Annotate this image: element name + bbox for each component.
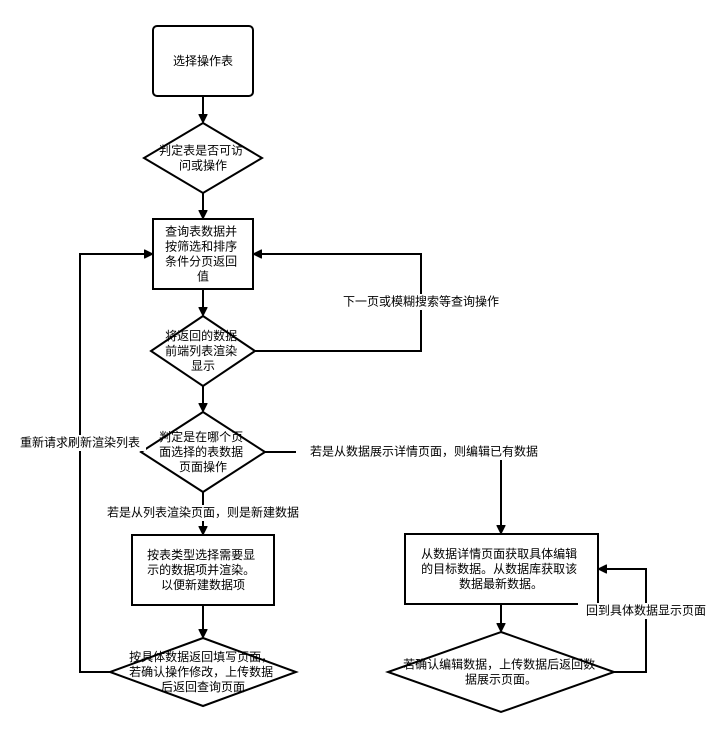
- node-line: 判定是在哪个页: [159, 429, 243, 444]
- node-line: 页面操作: [179, 459, 227, 474]
- node-text: 查询表数据并 按筛选和排序 条件分页返回 值: [165, 223, 241, 283]
- node-line: 的目标数据。从数据库获取该: [421, 561, 577, 576]
- node-text: 判定表是否可访 问或操作: [159, 142, 247, 172]
- node-line: 从数据详情页面获取具体编辑: [421, 546, 577, 561]
- node-line: 值: [197, 268, 209, 283]
- label-refresh: 重新请求刷新渲染列表: [14, 435, 146, 451]
- node-text: 若确认编辑数据，上传数据后返回数 据展示页面。: [403, 656, 599, 686]
- node-line: 显示: [191, 359, 215, 373]
- node-select-table: 选择操作表: [152, 25, 254, 97]
- edge-label-text: 下一页或模糊搜索等查询操作: [343, 294, 499, 309]
- node-text: 按表类型选择需要显 示的数据项并渲染。 以便新建数据项: [147, 548, 259, 592]
- edge-label-text: 重新请求刷新渲染列表: [20, 435, 140, 450]
- node-text: 选择操作表: [173, 53, 233, 68]
- node-line: 面选择的表数据: [159, 444, 243, 459]
- node-line: 按具体数据返回填写页面，: [129, 649, 273, 664]
- node-text: 从数据详情页面获取具体编辑 的目标数据。从数据库获取该 数据最新数据。: [421, 546, 581, 591]
- node-line: 选择操作表: [173, 53, 233, 68]
- edge-label-text: 若是从数据展示详情页面，则编辑已有数据: [310, 444, 538, 459]
- node-line: 据展示页面。: [465, 672, 537, 686]
- node-line: 查询表数据并: [165, 223, 237, 238]
- node-confirm-edit: 若确认编辑数据，上传数据后返回数 据展示页面。: [385, 630, 617, 714]
- node-text: 按具体数据返回填写页面， 若确认操作修改，上传数据 后返回查询页面: [129, 649, 277, 694]
- node-check-access: 判定表是否可访 问或操作: [142, 121, 264, 195]
- label-from-list: 若是从列表渲染页面，则是新建数据: [97, 505, 309, 521]
- node-fetch-detail: 从数据详情页面获取具体编辑 的目标数据。从数据库获取该 数据最新数据。: [404, 533, 599, 605]
- process-box: [131, 534, 275, 606]
- edge-label-text: 回到具体数据显示页面: [586, 603, 706, 618]
- node-line: 示的数据项并渲染。: [147, 562, 255, 577]
- arrow-back-detail-loop: [599, 569, 647, 673]
- label-back-detail: 回到具体数据显示页面: [578, 603, 714, 619]
- node-line: 将返回的数据: [165, 328, 237, 343]
- edge-label-text: 若是从列表渲染页面，则是新建数据: [107, 505, 299, 520]
- node-line: 按筛选和排序: [165, 238, 237, 253]
- node-text: 判定是在哪个页 面选择的表数据 页面操作: [159, 429, 247, 474]
- node-line: 数据最新数据。: [459, 576, 543, 591]
- node-line: 若确认编辑数据，上传数据后返回数: [403, 656, 595, 671]
- node-build-by-type: 按表类型选择需要显 示的数据项并渲染。 以便新建数据项: [131, 534, 275, 606]
- arrow-refresh-loop: [79, 254, 152, 673]
- node-line: 以便新建数据项: [161, 577, 245, 592]
- node-fill-return: 按具体数据返回填写页面， 若确认操作修改，上传数据 后返回查询页面: [107, 636, 299, 708]
- node-line: 若确认操作修改，上传数据: [129, 664, 273, 679]
- node-line: 后返回查询页面: [161, 680, 245, 694]
- node-query-data: 查询表数据并 按筛选和排序 条件分页返回 值: [152, 218, 254, 290]
- node-line: 按表类型选择需要显: [147, 548, 255, 562]
- node-line: 前端列表渲染: [165, 343, 237, 358]
- process-box: [152, 218, 254, 290]
- node-text: 将返回的数据 前端列表渲染 显示: [165, 328, 241, 373]
- label-next-page: 下一页或模糊搜索等查询操作: [332, 294, 510, 310]
- node-line: 判定表是否可访: [159, 142, 243, 157]
- node-line: 条件分页返回: [165, 254, 237, 268]
- node-which-page: 判定是在哪个页 面选择的表数据 页面操作: [139, 410, 267, 494]
- decision-diamond: [385, 630, 617, 714]
- node-render-list: 将返回的数据 前端列表渲染 显示: [149, 314, 257, 388]
- node-line: 问或操作: [179, 157, 227, 172]
- process-box: [404, 533, 599, 605]
- label-from-detail: 若是从数据展示详情页面，则编辑已有数据: [296, 444, 552, 460]
- decision-diamond: [107, 636, 299, 708]
